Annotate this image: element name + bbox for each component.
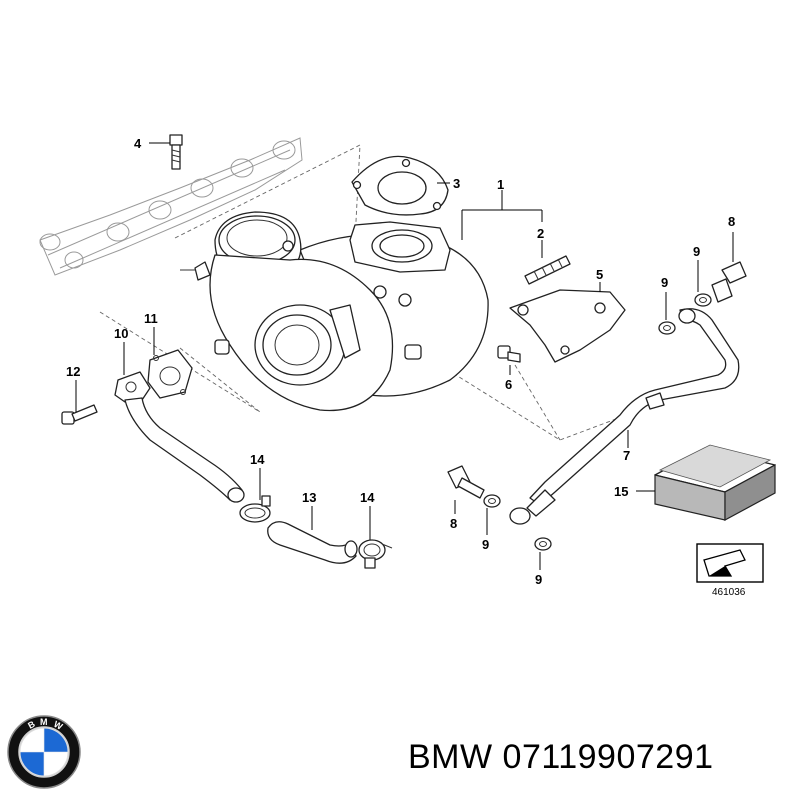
reference-stamp: 461036 (696, 543, 764, 598)
callout-9-bottom-left: 9 (482, 537, 489, 552)
callout-5: 5 (596, 267, 603, 282)
washer-part-9-bottom-b (534, 537, 552, 551)
oil-line-part-7 (509, 308, 740, 525)
callout-9-bottom-right: 9 (535, 572, 542, 587)
bmw-logo: B M W (7, 715, 81, 789)
callout-15: 15 (614, 484, 628, 499)
callout-9-top-left: 9 (661, 275, 668, 290)
hose-clamp-part-14-left (239, 495, 271, 523)
callout-7: 7 (623, 448, 630, 463)
turbocharger-part-1 (180, 211, 489, 412)
callout-4: 4 (134, 136, 142, 151)
exhaust-manifold (39, 137, 303, 276)
reference-code: 461036 (712, 587, 746, 598)
washer-part-9-top-a (694, 293, 712, 307)
kit-box-part-15 (654, 444, 776, 522)
bolt-part-4 (169, 134, 183, 170)
callout-6: 6 (505, 377, 512, 392)
bolt-part-6 (497, 345, 521, 363)
callout-8-bottom: 8 (450, 516, 457, 531)
oil-return-pipe-part-10 (114, 371, 245, 503)
bracket-part-5 (509, 289, 626, 363)
callout-9-top-right: 9 (693, 244, 700, 259)
callout-10: 10 (114, 326, 128, 341)
svg-text:B: B (26, 719, 37, 731)
banjo-bolt-part-8-top (711, 261, 747, 303)
callout-3: 3 (453, 176, 460, 191)
callout-14-right: 14 (360, 490, 375, 505)
bolt-part-12 (61, 404, 98, 425)
callout-labels: 1 2 3 4 5 6 7 8 8 9 9 9 9 10 11 12 13 14… (66, 136, 735, 587)
callout-14-left: 14 (250, 452, 265, 467)
gasket-part-3 (351, 155, 449, 216)
part-number-label: BMW 07119907291 (408, 738, 714, 776)
washer-part-9-top-b (658, 321, 676, 335)
callout-2: 2 (537, 226, 544, 241)
stud-part-2 (524, 255, 571, 285)
callout-8-top: 8 (728, 214, 735, 229)
hose-clamp-part-14-right (358, 539, 393, 569)
callout-1: 1 (497, 177, 504, 192)
svg-text:M: M (40, 717, 48, 727)
callout-12: 12 (66, 364, 80, 379)
callout-11: 11 (144, 311, 158, 326)
banjo-bolt-part-8-bottom (447, 465, 485, 499)
gasket-part-11 (147, 349, 193, 399)
callout-13: 13 (302, 490, 316, 505)
hose-part-13 (267, 521, 358, 564)
washer-part-9-bottom-a (483, 494, 501, 508)
callout-leader-lines (75, 142, 734, 570)
